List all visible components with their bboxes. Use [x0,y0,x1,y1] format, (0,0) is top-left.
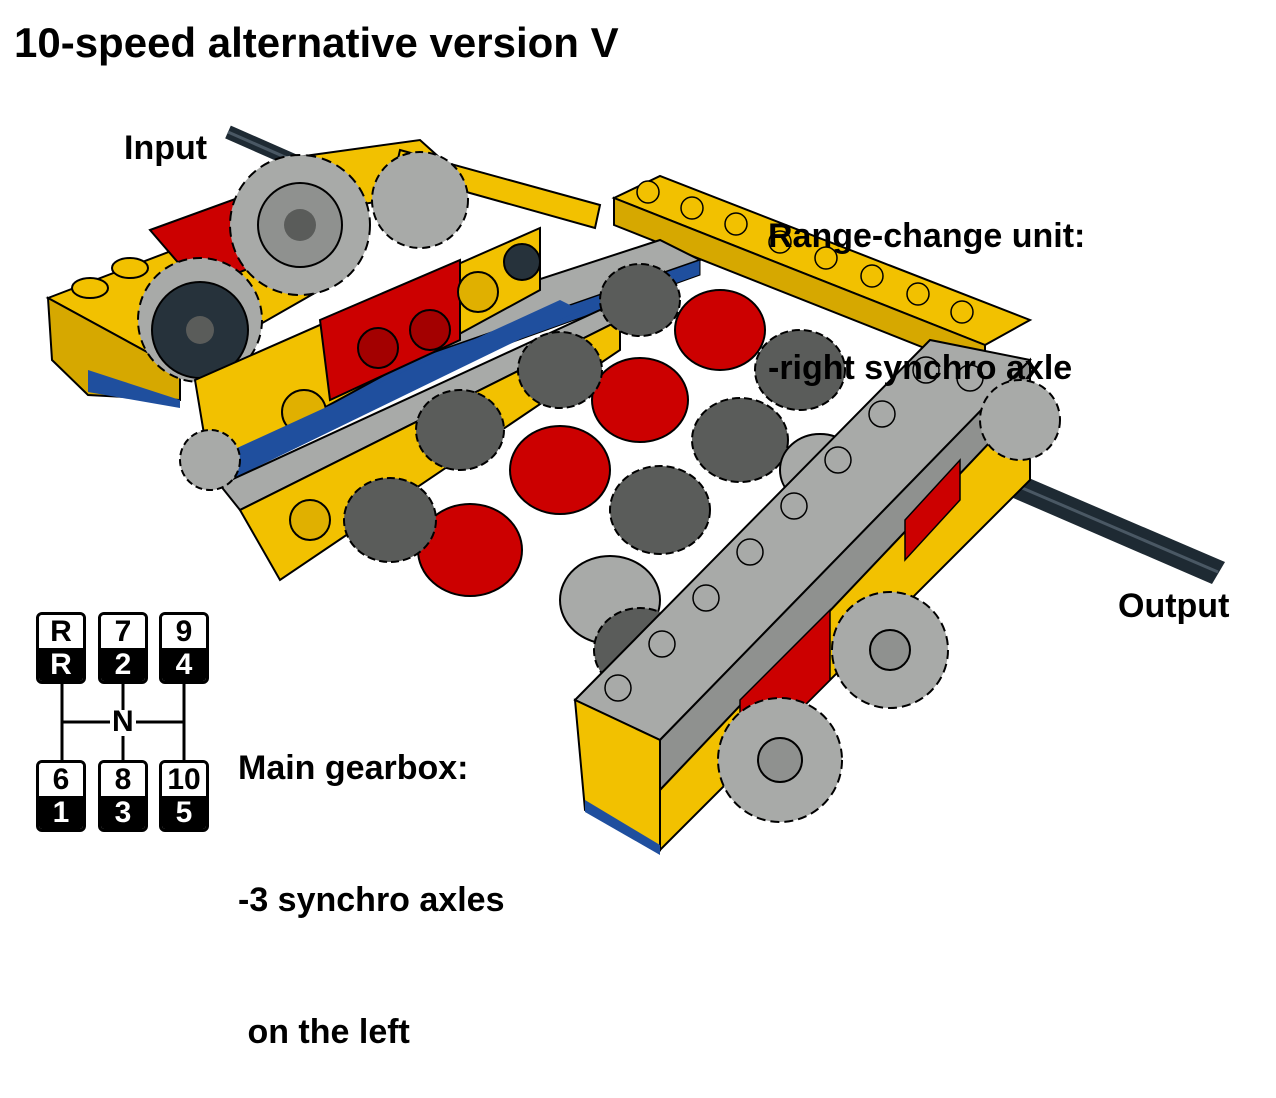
main-gearbox-line-1: Main gearbox: [238,749,469,787]
page-title: 10-speed alternative version V [14,19,619,66]
synchro-axle-3 [415,389,711,555]
gear-slot-r: R R [36,612,86,684]
gear-slot-bottom: 3 [101,796,145,829]
neutral-position: N [112,705,134,738]
gear-slot-9-4: 9 4 [159,612,209,684]
gear-slot-bottom: 4 [162,648,206,681]
gear-slot-top: 9 [162,615,206,648]
gear-slot-7-2: 7 2 [98,612,148,684]
gear-slot-6-1: 6 1 [36,760,86,832]
gearbox-illustration [45,125,1225,855]
gear-slot-top: 10 [162,763,206,796]
main-gearbox-label: Main gearbox: -3 synchro axles on the le… [238,658,504,1098]
range-change-line-2: -right synchro axle [768,349,1073,387]
range-change-line-1: Range-change unit: [768,217,1086,255]
shift-pattern: R R 7 2 9 4 N 6 1 8 3 10 5 [30,612,220,834]
synchro-axle-1 [599,263,846,411]
shift-gate-lines [60,684,186,760]
main-gearbox-line-3: on the left [238,1013,410,1051]
main-gearbox-line-2: -3 synchro axles [238,881,505,919]
gear-slot-bottom: 5 [162,796,206,829]
gear-slot-bottom: R [39,648,83,681]
gear-slot-10-5: 10 5 [159,760,209,832]
gear-slot-8-3: 8 3 [98,760,148,832]
gear-slot-top: 8 [101,763,145,796]
range-change-label: Range-change unit: -right synchro axle [768,126,1085,434]
gear-slot-top: 6 [39,763,83,796]
input-label: Input [124,129,208,167]
gear-slot-top: 7 [101,615,145,648]
gear-slot-bottom: 1 [39,796,83,829]
input-gears [137,151,469,383]
gear-slot-top: R [39,615,83,648]
output-label: Output [1118,587,1230,625]
output-gears [179,379,1061,823]
gear-slot-bottom: 2 [101,648,145,681]
range-change-beam [611,174,1033,374]
